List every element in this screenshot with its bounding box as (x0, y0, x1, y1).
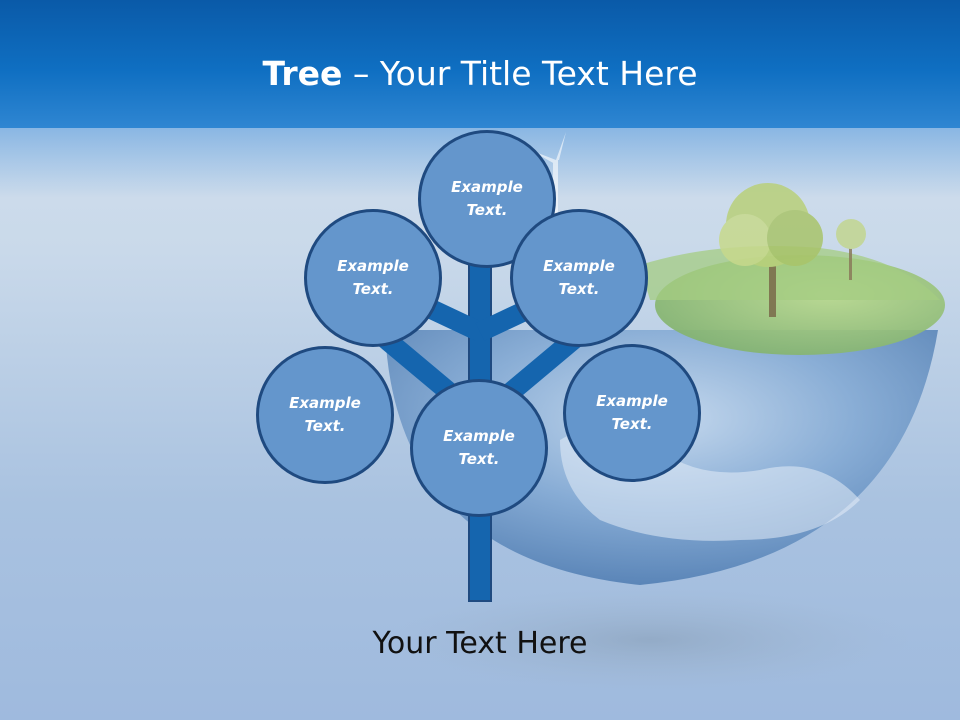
footer-text[interactable]: Your Text Here (372, 626, 588, 661)
slide-title[interactable]: Tree – Your Title Text Here (0, 52, 960, 96)
tree-node-label: Example Text. (337, 257, 409, 298)
title-banner (0, 0, 960, 128)
tree-node-label: Example Text. (289, 394, 361, 435)
tree-node-lower-left[interactable]: Example Text. (256, 346, 394, 484)
tree-node-label: Example Text. (543, 257, 615, 298)
ground-shadow (390, 588, 910, 692)
tree-node-label: Example Text. (451, 178, 523, 219)
tree-node-upper-left[interactable]: Example Text. (304, 209, 442, 347)
tree-illustration (719, 183, 866, 317)
grass-island-back (640, 246, 940, 300)
title-rest-part: – Your Title Text Here (342, 54, 698, 93)
title-bold-part: Tree (262, 54, 343, 93)
tree-node-label: Example Text. (443, 427, 515, 468)
tree-node-center[interactable]: Example Text. (410, 379, 548, 517)
tree-node-label: Example Text. (596, 392, 668, 433)
tree-node-upper-right[interactable]: Example Text. (510, 209, 648, 347)
tree-node-lower-right[interactable]: Example Text. (563, 344, 701, 482)
